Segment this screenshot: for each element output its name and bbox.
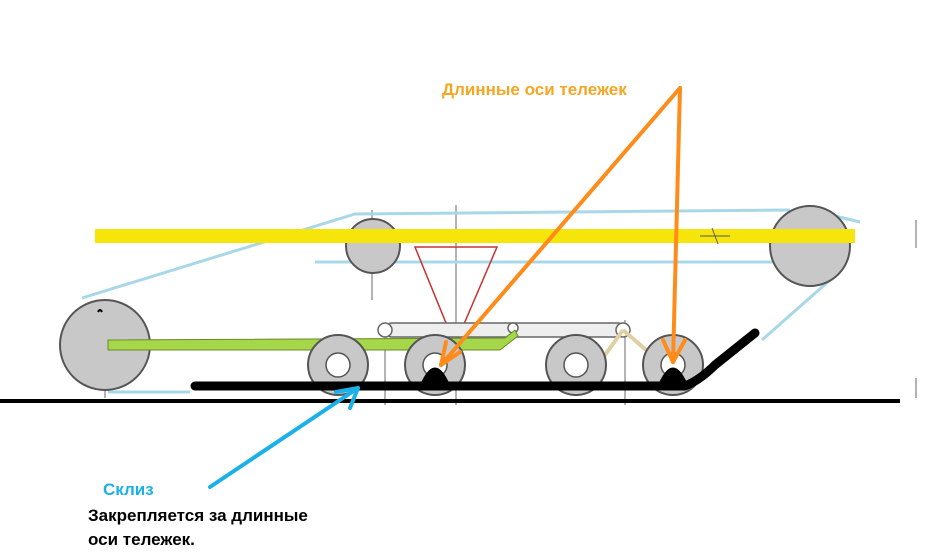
skid-rail	[190, 328, 760, 391]
skid-note-line2: оси тележек.	[88, 530, 195, 549]
bogie-upper-link	[384, 322, 626, 338]
arrow-to-skid	[208, 386, 360, 489]
skid-note-line1: Закрепляется за длинные	[88, 506, 308, 525]
axle-hub	[658, 367, 688, 385]
orange-arrows	[439, 86, 687, 367]
arrowhead	[334, 386, 360, 394]
bogie-wheel	[307, 334, 369, 396]
red-triangle	[413, 246, 499, 347]
bogie-wheel	[545, 334, 607, 396]
pivot-joint	[377, 322, 393, 338]
arrowhead	[661, 338, 675, 364]
upper-support-wheel	[345, 218, 401, 274]
arrow-to-rear-axle	[671, 86, 682, 364]
skid-label: Склиз	[103, 480, 154, 499]
long-axles-label: Длинные оси тележек	[442, 80, 627, 99]
axle-hub	[420, 367, 450, 385]
arrowhead	[671, 338, 687, 364]
yellow-beam	[95, 229, 855, 243]
track-upper-line	[81, 208, 791, 300]
arrow-to-front-axle	[439, 86, 682, 367]
long-axle-hubs	[420, 367, 688, 385]
yellow-beam-mark	[711, 227, 719, 245]
arrowhead	[348, 386, 360, 410]
arrowhead	[439, 340, 448, 367]
arrowhead	[439, 350, 462, 367]
track-right-lower	[761, 278, 831, 342]
rear-idler-wheel	[769, 205, 851, 287]
blue-arrow	[208, 386, 360, 489]
